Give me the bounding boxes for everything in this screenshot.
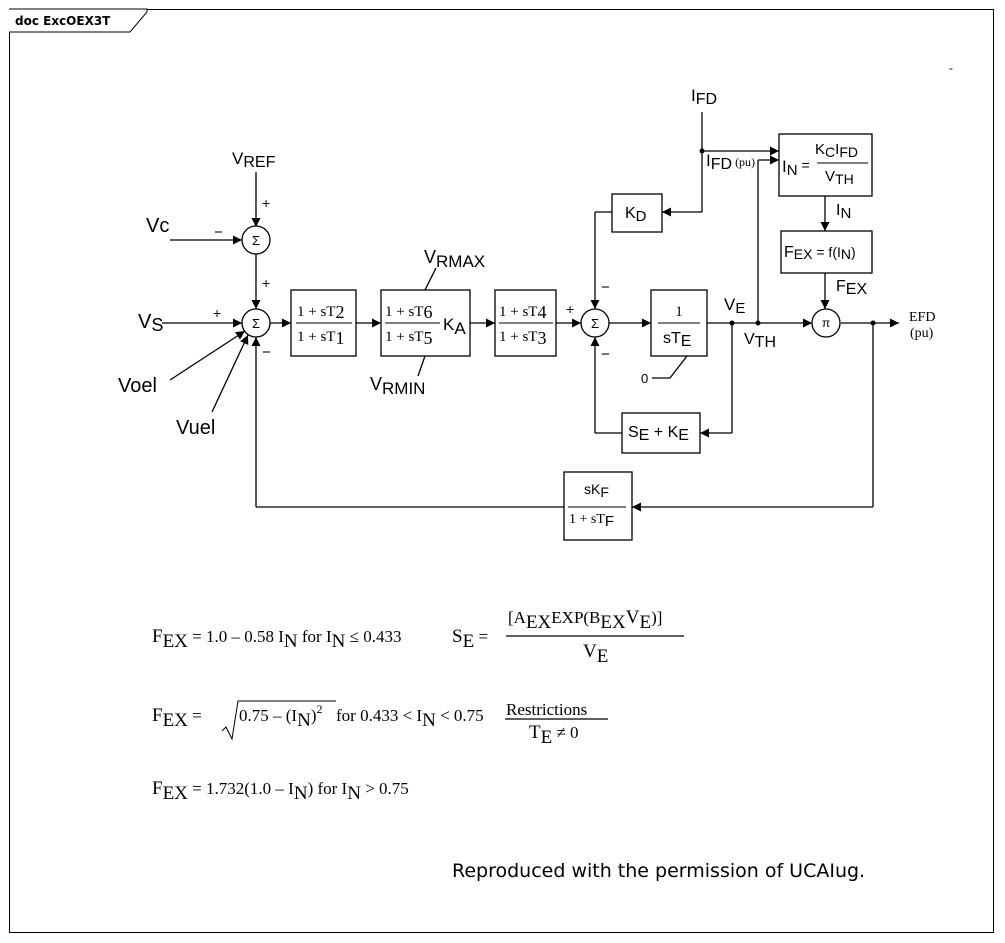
svg-text:VTH: VTH — [825, 168, 854, 187]
svg-text:for 0.433 < IN < 0.75: for 0.433 < IN < 0.75 — [336, 706, 484, 731]
svg-text:SE =: SE = — [452, 626, 488, 652]
sign-se-minus: − — [601, 346, 610, 363]
label-voel: Voel — [118, 375, 157, 397]
frame-tab — [9, 8, 148, 33]
svg-text:1 + sT2: 1 + sT2 — [297, 302, 344, 322]
svg-text:IN =: IN = — [782, 157, 810, 179]
block-kd: KD — [611, 193, 663, 233]
svg-text:FEX = f(IN): FEX = f(IN) — [784, 244, 856, 262]
svg-text:1: 1 — [675, 304, 683, 320]
svg-text:0.75 – (IN)2: 0.75 – (IN)2 — [239, 702, 322, 731]
sum-junction-exciter: Σ — [580, 308, 610, 338]
label-efd: EFD — [909, 310, 935, 325]
svg-text:1 + sT5: 1 + sT5 — [385, 328, 432, 348]
svg-text:1 + sT6: 1 + sT6 — [385, 302, 432, 322]
equation-fex-high: FEX = 1.732(1.0 – IN) for IN > 0.75 — [152, 778, 409, 804]
block-integrator: 1 sTE — [650, 289, 708, 357]
label-ve: VE — [724, 295, 745, 317]
svg-text:sKF: sKF — [584, 481, 609, 500]
svg-text:FEX = 1.732(1.0 – IN) for IN >: FEX = 1.732(1.0 – IN) for IN > 0.75 — [152, 778, 409, 804]
svg-text:Σ: Σ — [252, 316, 260, 331]
block-rate-feedback: sKF 1 + sTF — [563, 471, 633, 541]
svg-text:FEX =: FEX = — [152, 705, 202, 731]
frame-dash: - — [949, 61, 953, 75]
signal-wires — [162, 112, 899, 512]
svg-text:1 + sT1: 1 + sT1 — [297, 328, 344, 348]
label-vrmin: VRMIN — [370, 374, 425, 398]
sign-kd-minus: − — [601, 279, 610, 296]
diagram-frame — [9, 9, 994, 933]
svg-text:TE ≠ 0: TE ≠ 0 — [529, 722, 579, 748]
svg-text:KCIFD: KCIFD — [815, 141, 858, 160]
block-lead-lag-2: 1 + sT6 1 + sT5 KA — [380, 289, 471, 357]
svg-text:sTE: sTE — [663, 330, 691, 350]
label-vrmax: VRMAX — [424, 247, 485, 271]
sign-vs-plus: + — [213, 305, 221, 321]
equation-se: SE = [AEXEXP(BEXVE)] VE — [452, 607, 684, 667]
block-lead-lag-1: 1 + sT2 1 + sT1 — [290, 289, 357, 357]
svg-text:Σ: Σ — [252, 233, 260, 248]
label-vs: VS — [138, 311, 163, 335]
restrictions-note: Restrictions TE ≠ 0 — [505, 700, 608, 748]
sign-sum-plus: + — [262, 275, 270, 291]
svg-text:FEX = 1.0 – 0.58 IN for IN ≤ 0: FEX = 1.0 – 0.58 IN for IN ≤ 0.433 — [152, 626, 401, 652]
svg-text:VE: VE — [583, 641, 608, 667]
sign-feedback-minus: − — [262, 344, 271, 361]
sum-junction-main: Σ — [241, 308, 271, 338]
svg-text:Σ: Σ — [591, 316, 599, 331]
svg-text:π: π — [822, 316, 830, 330]
sign-exciter-plus: + — [566, 301, 574, 317]
label-in: IN — [836, 202, 851, 222]
svg-text:1 + sTF: 1 + sTF — [569, 512, 614, 530]
block-saturation: SE + KE — [621, 412, 701, 454]
svg-text:1 + sT4: 1 + sT4 — [499, 302, 546, 322]
multiplier-junction: π — [811, 308, 841, 338]
block-fex-calc: FEX = f(IN) — [780, 230, 873, 274]
sum-junction-vref: Σ — [241, 225, 271, 255]
junction-dots — [699, 148, 876, 326]
svg-text:Restrictions: Restrictions — [506, 700, 587, 719]
frame-title: doc ExcOEX3T — [15, 14, 111, 28]
label-fex: FEX — [836, 278, 867, 298]
sign-vc-minus: − — [214, 224, 223, 241]
svg-text:1 + sT3: 1 + sT3 — [499, 328, 546, 348]
svg-text:SE + KE: SE + KE — [628, 424, 689, 444]
block-in-calc: IN = KCIFD VTH — [778, 133, 873, 197]
label-integrator-min: 0 — [641, 371, 648, 386]
svg-text:KD: KD — [625, 205, 647, 225]
label-vth: VTH — [744, 331, 776, 351]
equation-fex-mid: FEX = 0.75 – (IN)2 for 0.433 < IN < 0.75 — [152, 700, 484, 741]
sign-vref-plus: + — [262, 195, 270, 211]
label-vuel: Vuel — [176, 417, 215, 439]
label-ifd-pu: IFD (pu) — [706, 151, 755, 173]
label-vc: Vc — [146, 215, 169, 237]
label-efd-pu: (pu) — [910, 326, 934, 341]
block-lead-lag-3: 1 + sT4 1 + sT3 — [494, 289, 557, 357]
permission-note: Reproduced with the permission of UCAIug… — [452, 860, 866, 882]
svg-text:[AEXEXP(BEXVE)]: [AEXEXP(BEXVE)] — [508, 607, 662, 633]
label-ifd: IFD — [691, 86, 717, 108]
equation-fex-low: FEX = 1.0 – 0.58 IN for IN ≤ 0.433 — [152, 626, 401, 652]
label-vref: VREF — [232, 149, 276, 171]
svg-text:KA: KA — [443, 315, 466, 338]
